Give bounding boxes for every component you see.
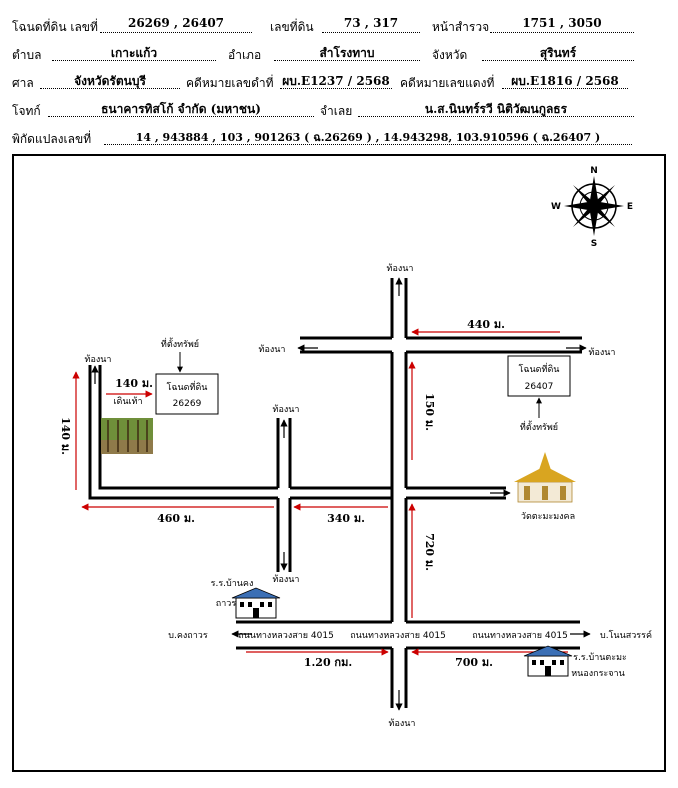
field-label-top-right: ท้องนา bbox=[589, 347, 616, 358]
red-case-label: คดีหมายเลขแดงที่ bbox=[400, 76, 495, 90]
distance-top-right: 440 ม. bbox=[467, 318, 505, 331]
distance-lower-vertical: 720 ม. bbox=[423, 533, 436, 571]
province-value: สุรินทร์ bbox=[482, 44, 634, 61]
tree-plot-image bbox=[101, 418, 153, 454]
survey-label: หน้าสำรวจ bbox=[432, 20, 490, 34]
field-label-middle: ท้องนา bbox=[273, 404, 300, 415]
header-form: โฉนดที่ดิน เลขที่ 26269 , 26407 เลขที่ดิ… bbox=[0, 0, 678, 150]
field-labels: ท้องนา ท้องนา ท้องนา ท้องนา ท้องนา ท้องน… bbox=[85, 263, 616, 729]
school-left-line2: ถาวร bbox=[216, 599, 237, 609]
deed-label: โฉนดที่ดิน เลขที่ bbox=[12, 20, 98, 34]
deed-box-right: โฉนดที่ดิน 26407 ที่ตั้งทรัพย์ bbox=[507, 355, 571, 433]
province-label: จังหวัด bbox=[432, 48, 468, 62]
subdistrict-label: ตำบล bbox=[12, 48, 42, 62]
deed-value: 26269 , 26407 bbox=[100, 16, 252, 33]
direction-arrows bbox=[91, 277, 591, 711]
deed-box-left-number: 26269 bbox=[173, 399, 202, 409]
survey-value: 1751 , 3050 bbox=[490, 16, 634, 33]
field-label-top: ท้องนา bbox=[387, 263, 414, 274]
field-label-top-left: ท้องนา bbox=[259, 344, 286, 355]
district-label: อำเภอ bbox=[228, 48, 262, 62]
district-value: สำโรงทาบ bbox=[274, 44, 420, 61]
property-location-right: ที่ตั้งทรัพย์ bbox=[520, 420, 558, 433]
field-label-left: ท้องนา bbox=[85, 354, 112, 365]
coords-label: พิกัดแปลงเลขที่ bbox=[12, 132, 92, 146]
compass-s: S bbox=[591, 239, 597, 249]
school-right-icon bbox=[523, 645, 573, 677]
black-case-value: ผบ.E1237 / 2568 bbox=[280, 72, 392, 89]
subdistrict-value: เกาะแก้ว bbox=[52, 44, 216, 61]
deed-box-right-title: โฉนดที่ดิน bbox=[519, 362, 560, 375]
walk-label: เดินเท้า bbox=[113, 396, 142, 407]
parcel-label: เลขที่ดิน bbox=[270, 20, 314, 34]
distance-labels: 440 ม. 150 ม. 140 ม. 140 ม. 460 ม. 340 ม… bbox=[59, 318, 505, 669]
court-value: จังหวัดรัตนบุรี bbox=[40, 72, 180, 89]
compass-n: N bbox=[590, 166, 598, 176]
court-label: ศาล bbox=[12, 76, 34, 90]
deed-box-left: โฉนดที่ดิน 26269 ที่ตั้งทรัพย์ เดินเท้า bbox=[113, 337, 219, 415]
property-location-left: ที่ตั้งทรัพย์ bbox=[161, 337, 199, 350]
temple-label: วัดตะมะมงคล bbox=[521, 512, 575, 522]
coords-value: 14 , 943884 , 103 , 901263 ( ฉ.26269 ) ,… bbox=[104, 128, 632, 145]
temple-icon bbox=[514, 452, 576, 503]
compass-icon: N S W E bbox=[551, 166, 633, 249]
compass-e: E bbox=[627, 202, 633, 212]
distance-bottom-left: 460 ม. bbox=[157, 512, 195, 525]
defendant-value: น.ส.นินทร์รวี นิติวัฒนกูลธร bbox=[358, 100, 634, 117]
field-label-bottom: ท้องนา bbox=[389, 718, 416, 729]
parcel-value: 73 , 317 bbox=[322, 16, 420, 33]
village-left: บ.คงถาวร bbox=[168, 631, 208, 641]
school-left-line1: ร.ร.บ้านคง bbox=[211, 578, 254, 589]
village-right: บ.โนนสวรรค์ bbox=[600, 629, 652, 641]
field-label-lower: ท้องนา bbox=[273, 574, 300, 585]
map-frame bbox=[12, 154, 666, 772]
red-case-value: ผบ.E1816 / 2568 bbox=[502, 72, 628, 89]
school-right-line1: ร.ร.บ้านตะมะ bbox=[573, 652, 627, 663]
black-case-label: คดีหมายเลขดำที่ bbox=[186, 76, 274, 90]
defendant-label: จำเลย bbox=[320, 104, 353, 118]
highway-label-left: ถนนทางหลวงสาย 4015 bbox=[238, 631, 334, 641]
distance-highway-left: 1.20 กม. bbox=[304, 656, 352, 669]
distance-left-vertical: 140 ม. bbox=[59, 417, 72, 455]
road-network bbox=[88, 278, 582, 708]
school-right-line2: หนองกระจาน bbox=[571, 669, 624, 679]
deed-box-right-number: 26407 bbox=[525, 382, 554, 392]
plaintiff-label: โจทก์ bbox=[12, 104, 41, 118]
plaintiff-value: ธนาคารทิสโก้ จำกัด (มหาชน) bbox=[48, 100, 314, 117]
distance-right-vertical: 150 ม. bbox=[423, 393, 436, 431]
highway-label-right: ถนนทางหลวงสาย 4015 bbox=[472, 631, 568, 641]
highway-label-center: ถนนทางหลวงสาย 4015 bbox=[350, 631, 446, 641]
distance-highway-right: 700 ม. bbox=[455, 656, 493, 669]
school-left-icon bbox=[231, 587, 281, 619]
distance-left-horizontal: 140 ม. bbox=[115, 377, 153, 390]
distance-middle: 340 ม. bbox=[327, 512, 365, 525]
route-arrows bbox=[72, 328, 568, 656]
compass-w: W bbox=[551, 202, 561, 212]
deed-box-left-title: โฉนดที่ดิน bbox=[167, 380, 208, 393]
